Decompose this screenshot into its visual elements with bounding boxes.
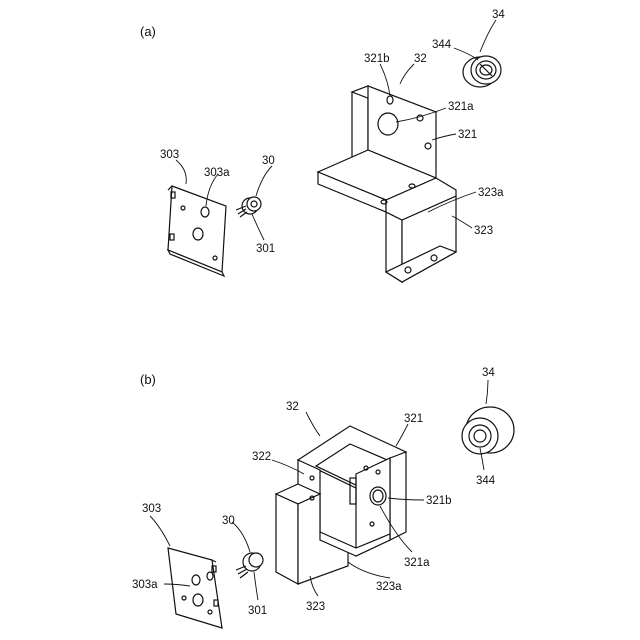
label-a-321: 321: [458, 129, 477, 141]
label-a-303a: 303a: [204, 167, 230, 179]
panel-b: (b): [132, 367, 514, 628]
panel-b-label: (b): [140, 372, 156, 387]
label-a-321a: 321a: [448, 101, 474, 113]
label-b-321: 321: [404, 413, 423, 425]
label-a-323a: 323a: [478, 187, 504, 199]
label-b-303: 303: [142, 503, 161, 515]
panel-a: (a): [140, 9, 505, 282]
panel-a-label: (a): [140, 24, 156, 39]
label-b-34: 34: [482, 367, 495, 379]
label-b-344: 344: [476, 475, 496, 487]
label-b-321a: 321a: [404, 557, 430, 569]
label-b-301: 301: [248, 605, 267, 617]
label-b-323a: 323a: [376, 581, 402, 593]
holder-32-a: [318, 86, 456, 282]
label-a-32: 32: [414, 53, 427, 65]
laser-diode-30-b: [236, 553, 263, 578]
lens-holder-34-b: [462, 407, 514, 454]
label-a-34: 34: [492, 9, 505, 21]
label-b-323: 323: [306, 601, 325, 613]
lens-holder-34-a: [463, 56, 501, 87]
label-a-344: 344: [432, 39, 452, 51]
label-a-303: 303: [160, 149, 179, 161]
laser-diode-30-a: [236, 197, 261, 217]
label-a-301: 301: [256, 243, 275, 255]
label-a-30: 30: [262, 155, 275, 167]
plate-303-b: [168, 548, 222, 628]
plate-303-a: [168, 186, 226, 276]
label-b-303a: 303a: [132, 579, 158, 591]
label-b-30: 30: [222, 515, 235, 527]
label-a-321b: 321b: [364, 53, 390, 65]
label-a-323: 323: [474, 225, 493, 237]
label-b-32: 32: [286, 401, 299, 413]
label-b-322: 322: [252, 451, 271, 463]
holder-32-b: [276, 426, 406, 584]
label-b-321b: 321b: [426, 495, 452, 507]
